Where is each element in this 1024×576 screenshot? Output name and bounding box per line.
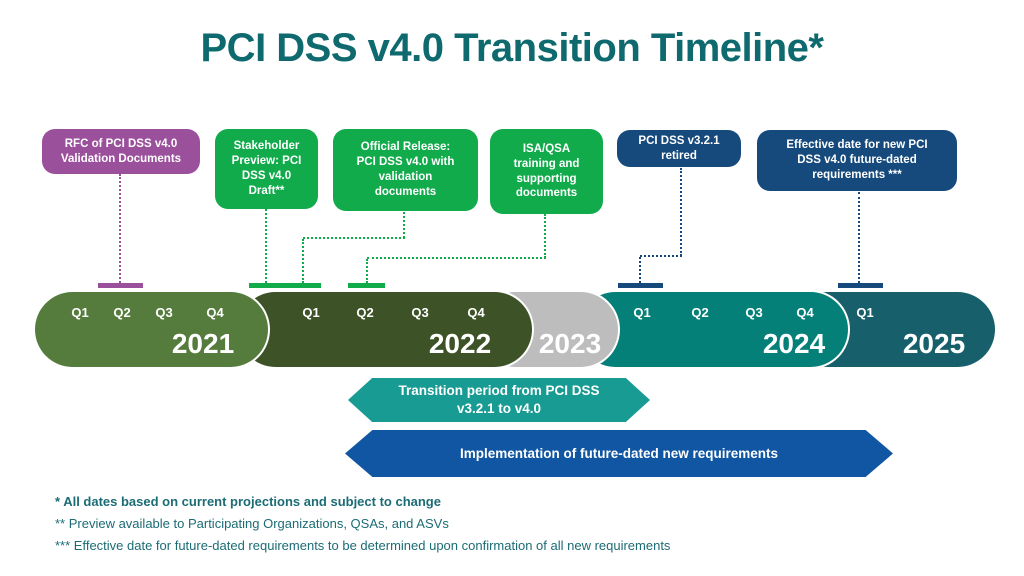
year-label-2025: 2025 <box>902 328 966 359</box>
year-label-2024: 2024 <box>762 328 826 359</box>
connector-retired-line <box>639 257 641 283</box>
footnote-all-dates: * All dates based on current projections… <box>55 494 441 509</box>
quarter-label: Q1 <box>633 305 651 320</box>
callout-effective-date: Effective date for new PCI DSS v4.0 futu… <box>757 130 957 191</box>
year-label-2021: 2021 <box>171 328 235 359</box>
connector-training-line <box>544 214 546 258</box>
connector-retired-line <box>680 168 682 256</box>
marker-retired-tick <box>618 283 663 288</box>
quarter-label: Q3 <box>411 305 429 320</box>
connector-release-line <box>403 212 405 238</box>
implementation-period-arrow: Implementation of future-dated new requi… <box>345 430 893 477</box>
marker-rfc-tick <box>98 283 143 288</box>
connector-rfc-line <box>119 174 121 283</box>
connector-retired-line <box>640 255 682 257</box>
timeline-segment-2024: Q1 Q2 Q3 Q4 2024 <box>578 292 848 367</box>
marker-training-tick <box>348 283 385 288</box>
connector-preview-line <box>265 209 267 283</box>
connector-release-line <box>302 239 304 283</box>
timeline-segment-2021: Q1 Q2 Q3 Q4 2021 <box>35 292 268 367</box>
callout-v321-retired: PCI DSS v3.2.1 retired <box>617 130 741 167</box>
quarter-label: Q4 <box>796 305 814 320</box>
year-label-2023: 2023 <box>538 328 602 359</box>
quarter-label: Q2 <box>356 305 374 320</box>
quarter-label: Q3 <box>745 305 763 320</box>
callout-rfc-validation-documents: RFC of PCI DSS v4.0 Validation Documents <box>42 129 200 174</box>
callout-official-release: Official Release: PCI DSS v4.0 with vali… <box>333 129 478 211</box>
footnote-preview-availability: ** Preview available to Participating Or… <box>55 516 449 531</box>
quarter-label: Q4 <box>206 305 224 320</box>
quarter-label: Q2 <box>691 305 709 320</box>
quarter-label: Q1 <box>856 305 874 320</box>
connector-training-line <box>367 257 546 259</box>
connector-effective-line <box>858 192 860 283</box>
connector-training-line <box>366 259 368 283</box>
callout-stakeholder-preview: Stakeholder Preview: PCI DSS v4.0 Draft*… <box>215 129 318 209</box>
page-title: PCI DSS v4.0 Transition Timeline* <box>200 26 824 70</box>
callout-isa-qsa-training: ISA/QSA training and supporting document… <box>490 129 603 214</box>
marker-effective-tick <box>838 283 883 288</box>
footnote-effective-date: *** Effective date for future-dated requ… <box>55 538 671 553</box>
transition-period-arrow: Transition period from PCI DSS v3.2.1 to… <box>348 378 650 422</box>
timeline-segment-2022: Q1 Q2 Q3 Q4 2022 <box>238 292 532 367</box>
marker-preview-tick <box>249 283 321 288</box>
quarter-label: Q1 <box>302 305 320 320</box>
quarter-label: Q3 <box>155 305 173 320</box>
quarter-label: Q1 <box>71 305 89 320</box>
year-label-2022: 2022 <box>428 328 492 359</box>
quarter-label: Q2 <box>113 305 131 320</box>
connector-release-line <box>303 237 405 239</box>
quarter-label: Q4 <box>467 305 485 320</box>
